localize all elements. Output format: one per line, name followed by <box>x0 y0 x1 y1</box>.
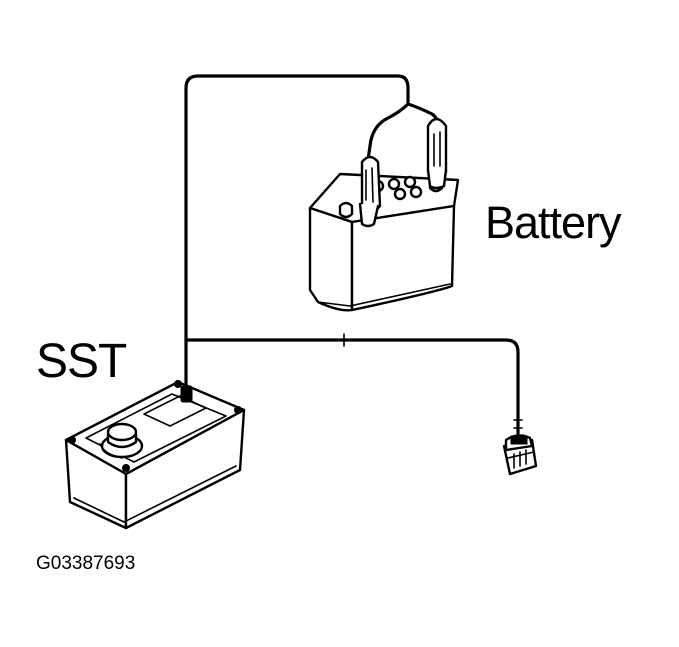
battery-label: Battery <box>485 197 622 248</box>
battery-side-face <box>350 204 456 312</box>
positive-clamp-jaw <box>358 202 380 228</box>
filler-cap <box>393 187 407 201</box>
negative-clamp <box>426 117 448 190</box>
sst-label: SST <box>36 335 127 388</box>
filler-cap <box>409 185 423 199</box>
positive-lead-wire <box>366 102 410 162</box>
battery-front-face <box>308 206 354 312</box>
sst-knob-edge <box>99 443 123 459</box>
sst-knob-cap <box>106 422 138 442</box>
negative-clamp-ridge <box>433 131 441 167</box>
connector-latch <box>510 435 528 445</box>
sst-display-window <box>143 395 207 427</box>
diagnostic-connector <box>502 434 538 476</box>
positive-clamp-ridge <box>365 167 374 203</box>
sst-side-face <box>124 408 246 530</box>
corner-screw <box>234 406 242 414</box>
sst-bottom-edge <box>73 465 237 523</box>
positive-clamp-boot <box>360 155 382 213</box>
battery-bottom-edge <box>317 283 451 307</box>
connector-wire <box>184 338 520 442</box>
filler-cap <box>387 177 401 191</box>
corner-screw <box>68 436 76 444</box>
corner-screw <box>174 380 182 388</box>
wire-harness <box>184 74 523 442</box>
positive-terminal <box>338 201 354 219</box>
sst-tool-illustration <box>64 380 246 530</box>
wire-strain-relief <box>513 419 523 429</box>
filler-cap <box>403 175 417 189</box>
positive-clamp <box>358 155 382 228</box>
figure-id-label: G03387693 <box>36 553 136 574</box>
negative-clamp-boot <box>426 117 448 178</box>
battery-illustration <box>308 172 460 312</box>
negative-clamp-jaw <box>426 168 448 190</box>
battery-lead-wire <box>184 74 410 394</box>
corner-screw <box>122 464 130 472</box>
sst-cable-gland <box>180 385 193 403</box>
connector-ridge <box>507 451 535 459</box>
